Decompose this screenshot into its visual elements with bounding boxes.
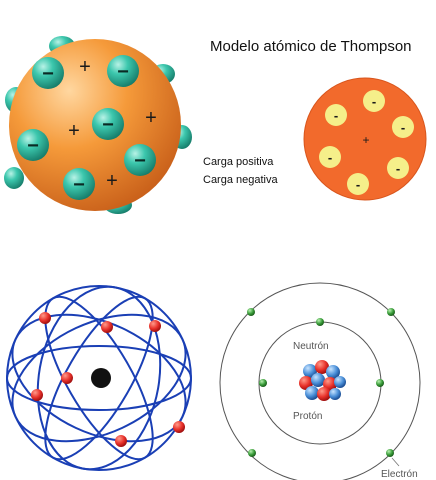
orbit bbox=[6, 345, 192, 411]
diagram-title: Modelo atómico de Thompson bbox=[210, 38, 412, 55]
plus-sign: + bbox=[362, 133, 369, 147]
plus-sign: + bbox=[79, 56, 91, 78]
bohr-model: Neutrón Protón Electrón bbox=[219, 282, 421, 480]
face-electrons: − − − − − − bbox=[17, 55, 156, 200]
svg-text:-: - bbox=[396, 161, 400, 176]
orbit bbox=[11, 313, 187, 443]
orbit bbox=[44, 295, 154, 461]
svg-text:-: - bbox=[356, 177, 360, 192]
svg-text:−: − bbox=[73, 174, 85, 196]
neutron-label: Neutrón bbox=[293, 341, 329, 352]
outer-shell bbox=[219, 282, 421, 480]
electron: − bbox=[124, 144, 156, 176]
svg-text:−: − bbox=[27, 135, 39, 157]
electron: − bbox=[107, 55, 139, 87]
svg-text:-: - bbox=[401, 120, 405, 135]
electron bbox=[259, 379, 267, 387]
electron: - bbox=[387, 157, 409, 179]
electron: − bbox=[63, 168, 95, 200]
small-electrons: - - - - - - bbox=[319, 90, 414, 195]
electron: − bbox=[92, 108, 124, 140]
thomson-flat-model: + - - - - - - bbox=[303, 77, 427, 201]
electron bbox=[149, 320, 161, 332]
svg-text:−: − bbox=[117, 61, 129, 83]
plus-sign: + bbox=[68, 120, 80, 142]
proton-label: Protón bbox=[293, 411, 322, 422]
positive-charges: + + + + bbox=[68, 56, 157, 192]
plus-sign: + bbox=[106, 170, 118, 192]
electron: − bbox=[17, 129, 49, 161]
svg-text:−: − bbox=[42, 63, 54, 85]
orbital-atom-model bbox=[6, 285, 192, 471]
legend-negative-charge: Carga negativa bbox=[203, 174, 278, 186]
electron: - bbox=[347, 173, 369, 195]
electron: - bbox=[392, 116, 414, 138]
edge-electron bbox=[4, 167, 24, 189]
legend-positive-charge: Carga positiva bbox=[203, 156, 274, 168]
orbital-electrons bbox=[31, 312, 185, 447]
orbit bbox=[44, 295, 154, 461]
svg-text:-: - bbox=[372, 94, 376, 109]
svg-text:-: - bbox=[334, 108, 338, 123]
electron bbox=[248, 449, 256, 457]
electron-label: Electrón bbox=[381, 469, 418, 480]
electron bbox=[39, 312, 51, 324]
electron: − bbox=[32, 57, 64, 89]
svg-text:−: − bbox=[102, 114, 114, 136]
thomson-sphere-3d: − − − − − − + + + + bbox=[4, 36, 192, 214]
electron bbox=[316, 318, 324, 326]
electron bbox=[101, 321, 113, 333]
electron bbox=[387, 308, 395, 316]
electron bbox=[247, 308, 255, 316]
plus-sign: + bbox=[145, 107, 157, 129]
nucleus-cluster bbox=[299, 360, 346, 401]
orbit bbox=[36, 285, 162, 471]
electron bbox=[31, 389, 43, 401]
svg-text:−: − bbox=[134, 150, 146, 172]
svg-text:-: - bbox=[328, 150, 332, 165]
nucleus bbox=[91, 368, 111, 388]
electron bbox=[115, 435, 127, 447]
orbit bbox=[11, 313, 187, 443]
electron bbox=[376, 379, 384, 387]
electron: - bbox=[325, 104, 347, 126]
electron bbox=[173, 421, 185, 433]
electron: - bbox=[363, 90, 385, 112]
electron bbox=[61, 372, 73, 384]
electron bbox=[386, 449, 394, 457]
electron: - bbox=[319, 146, 341, 168]
bohr-electrons bbox=[247, 308, 395, 457]
electron-pointer bbox=[391, 457, 400, 467]
